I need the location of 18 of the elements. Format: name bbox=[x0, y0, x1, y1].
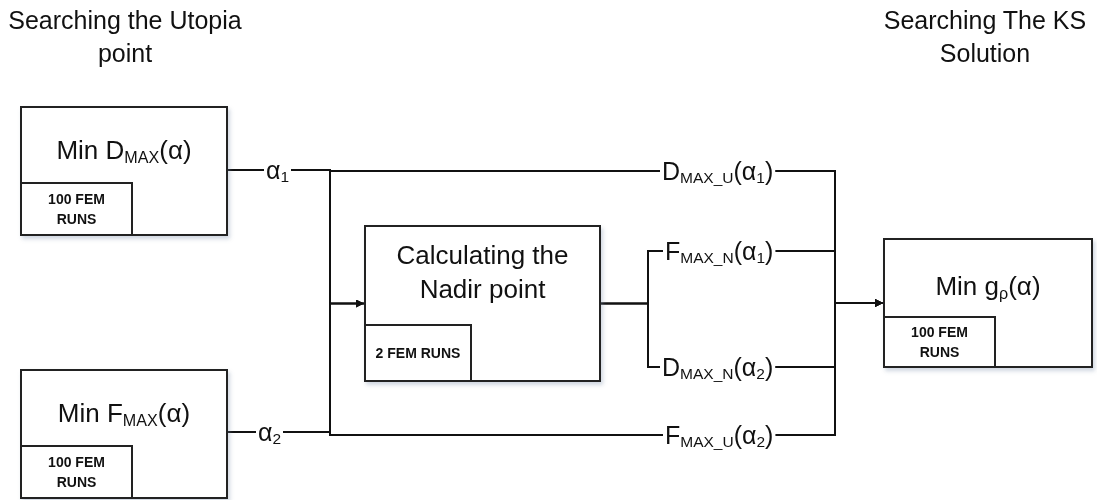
connector-line bbox=[227, 169, 265, 171]
box-title: Min F$_{MAX}$(α) bbox=[56, 397, 192, 431]
run-count-box: 100 FEM RUNS bbox=[20, 445, 133, 499]
connector-line bbox=[600, 302, 661, 368]
box-title: Min g$_{ρ}$(α) bbox=[934, 270, 1042, 304]
process-box bbox=[20, 106, 228, 236]
process-box bbox=[364, 225, 601, 382]
connector-line bbox=[227, 431, 257, 433]
run-count-box: 100 FEM RUNS bbox=[883, 316, 996, 368]
arrow bbox=[774, 299, 884, 436]
column-heading: Searching The KS Solution bbox=[882, 5, 1088, 69]
run-count-box: 100 FEM RUNS bbox=[20, 182, 133, 236]
process-box bbox=[20, 369, 228, 499]
run-count-box: 2 FEM RUNS bbox=[364, 324, 472, 382]
column-heading: Searching the Utopia point bbox=[7, 5, 243, 69]
box-title: Calculating the Nadir point bbox=[395, 239, 570, 306]
process-box bbox=[883, 238, 1093, 368]
box-title: Min D$_{MAX}$(α) bbox=[55, 134, 193, 168]
